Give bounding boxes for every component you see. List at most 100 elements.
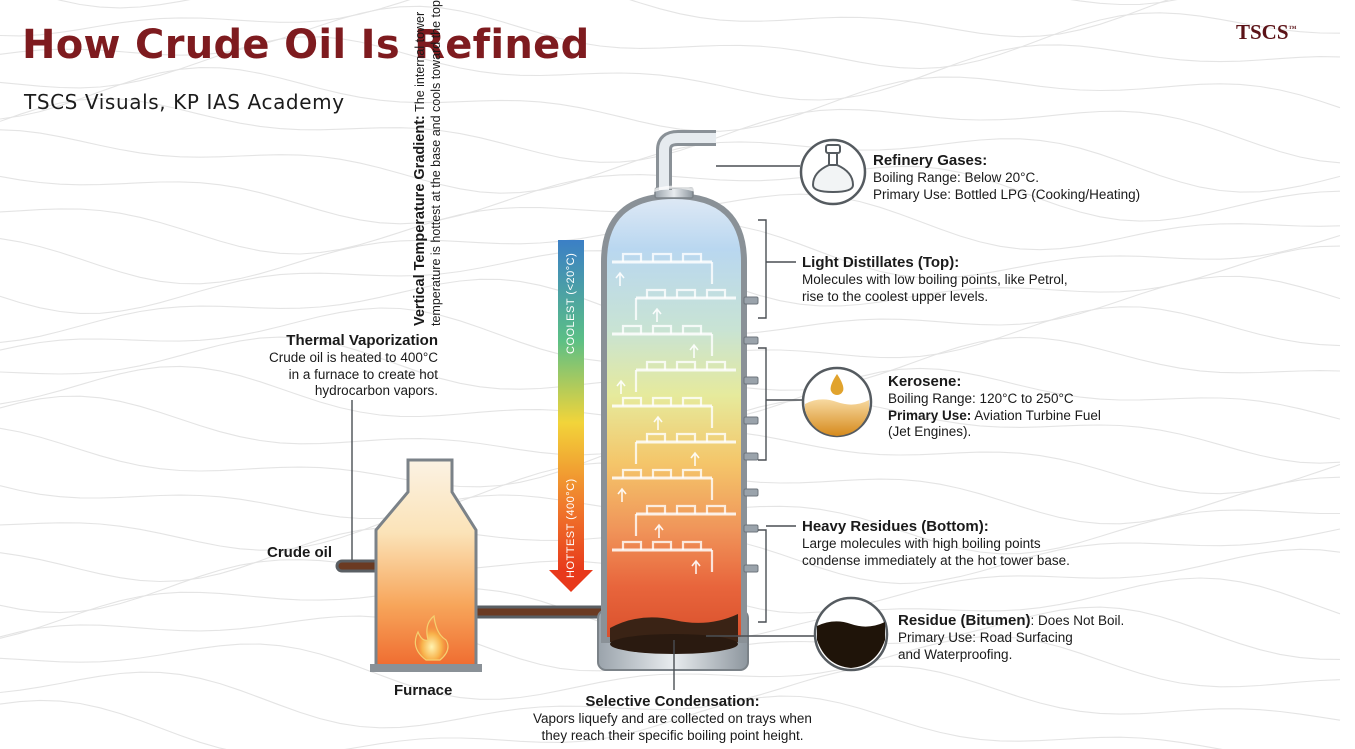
light-line-2: rise to the coolest upper levels. <box>802 288 989 304</box>
vapor-arrow <box>653 415 663 430</box>
bubble-cap <box>705 432 727 442</box>
page-title: How Crude Oil Is Refined <box>22 22 590 68</box>
residue-heading: Residue (Bitumen) <box>898 612 1031 629</box>
gas-cylinder-icon <box>799 138 867 206</box>
furnace <box>370 458 482 672</box>
bubble-cap <box>621 324 643 334</box>
bubble-cap <box>675 504 697 514</box>
vapor-arrow <box>691 559 701 574</box>
contour-line <box>0 5 1341 70</box>
heavy-line-2: condense immediately at the hot tower ba… <box>802 552 1070 568</box>
bubble-cap <box>645 288 667 298</box>
kerosene-use-value: Aviation Turbine Fuel <box>971 407 1101 423</box>
bubble-cap <box>681 396 703 406</box>
vapor-arrow <box>690 451 700 466</box>
thermal-line-2: in a furnace to create hot <box>288 366 438 382</box>
bubble-cap <box>621 540 643 550</box>
bubble-cap <box>705 360 727 370</box>
kerosene-use-label: Primary Use: <box>888 407 972 423</box>
bubble-cap <box>681 252 703 262</box>
outlet-nozzle <box>743 416 759 425</box>
light-distillates-label: Light Distillates (Top): Molecules with … <box>802 254 1068 305</box>
outlet-nozzle <box>743 296 759 305</box>
gradient-heading: Vertical Temperature Gradient: <box>412 115 428 326</box>
contour-line <box>0 0 1169 38</box>
brand-logo: TSCS™ <box>1236 20 1297 45</box>
vapor-arrow <box>615 271 625 286</box>
bubble-cap <box>651 540 673 550</box>
outlet-nozzle <box>743 488 759 497</box>
vapor-arrow <box>616 379 626 394</box>
condensation-line-2: they reach their specific boiling point … <box>541 727 804 743</box>
vapor-arrow <box>617 487 627 502</box>
flame-icon <box>414 614 449 661</box>
vapor-arrow <box>652 307 662 322</box>
contour-line <box>57 0 1178 9</box>
contour-line <box>0 665 1341 729</box>
bubble-cap <box>651 252 673 262</box>
bubble-cap <box>675 432 697 442</box>
thermal-line-1: Crude oil is heated to 400°C <box>268 350 438 365</box>
bubble-cap <box>681 540 703 550</box>
furnace-label: Furnace <box>394 682 453 699</box>
bubble-cap <box>621 396 643 406</box>
bubble-cap <box>645 360 667 370</box>
gases-heading: Refinery Gases: <box>873 152 988 169</box>
heavy-line-1: Large molecules with high boiling points <box>802 536 1041 551</box>
thermal-heading: Thermal Vaporization <box>286 332 438 349</box>
oil-drop-icon <box>801 366 873 438</box>
kerosene-label: Kerosene: Boiling Range: 120°C to 250°C … <box>888 373 1101 441</box>
bubble-cap <box>705 504 727 514</box>
bubble-cap <box>681 468 703 478</box>
bubble-cap <box>651 468 673 478</box>
bubble-cap <box>645 432 667 442</box>
outlet-nozzle <box>743 564 759 573</box>
contour-line <box>0 636 1341 700</box>
bubble-cap <box>705 288 727 298</box>
hottest-label: HOTTEST (400°C) <box>565 478 577 578</box>
outlet-nozzle <box>743 376 759 385</box>
residue-line-1: Primary Use: Road Surfacing <box>898 630 1073 645</box>
condensation-heading: Selective Condensation: <box>585 693 760 710</box>
outlet-nozzle <box>743 452 759 461</box>
bubble-cap <box>675 360 697 370</box>
leader-lines <box>351 165 814 690</box>
heavy-heading: Heavy Residues (Bottom): <box>802 518 989 535</box>
bubble-cap <box>621 468 643 478</box>
temperature-gradient-label: Vertical Temperature Gradient: The inter… <box>412 0 443 326</box>
residue-bitumen-label: Residue (Bitumen): Does Not Boil. Primar… <box>898 612 1124 663</box>
thermal-vaporization-label: Thermal Vaporization Crude oil is heated… <box>236 332 438 400</box>
vapor-arrow <box>689 343 699 358</box>
light-heading: Light Distillates (Top): <box>802 254 960 271</box>
contour-line <box>0 36 1341 101</box>
brand-name: TSCS <box>1236 20 1289 44</box>
temperature-gradient-arrow <box>549 240 593 592</box>
bubble-cap <box>651 324 673 334</box>
gases-line-1: Boiling Range: Below 20°C. <box>873 170 1039 185</box>
distillation-tower <box>597 130 749 671</box>
gradient-line-2: at the base and cools toward the top. <box>429 0 443 202</box>
residue-heading-rest: : Does Not Boil. <box>1030 613 1125 628</box>
contour-line <box>0 67 1341 132</box>
bitumen-icon <box>813 596 889 672</box>
refinery-gases-label: Refinery Gases: Boiling Range: Below 20°… <box>873 152 1140 203</box>
light-line-1: Molecules with low boiling points, like … <box>802 272 1068 287</box>
bubble-cap <box>681 324 703 334</box>
kerosene-line-3: (Jet Engines). <box>888 424 972 439</box>
coolest-label: COOLEST (<20°C) <box>565 252 577 354</box>
kerosene-line-1: Boiling Range: 120°C to 250°C <box>888 391 1074 406</box>
bubble-cap <box>621 252 643 262</box>
bubble-cap-trays <box>612 252 736 574</box>
selective-condensation-label: Selective Condensation: Vapors liquefy a… <box>500 693 845 744</box>
gases-line-2: Primary Use: Bottled LPG (Cooking/Heatin… <box>873 186 1141 202</box>
page-subtitle: TSCS Visuals, KP IAS Academy <box>24 90 345 114</box>
crude-oil-label: Crude oil <box>267 544 333 561</box>
vapor-arrow <box>654 523 664 538</box>
outlet-nozzle <box>743 336 759 345</box>
heavy-residues-label: Heavy Residues (Bottom): Large molecules… <box>802 518 1070 569</box>
condensation-line-1: Vapors liquefy and are collected on tray… <box>533 711 812 726</box>
bubble-cap <box>651 396 673 406</box>
outlet-nozzle <box>743 524 759 533</box>
thermal-line-3: hydrocarbon vapors. <box>314 383 438 398</box>
